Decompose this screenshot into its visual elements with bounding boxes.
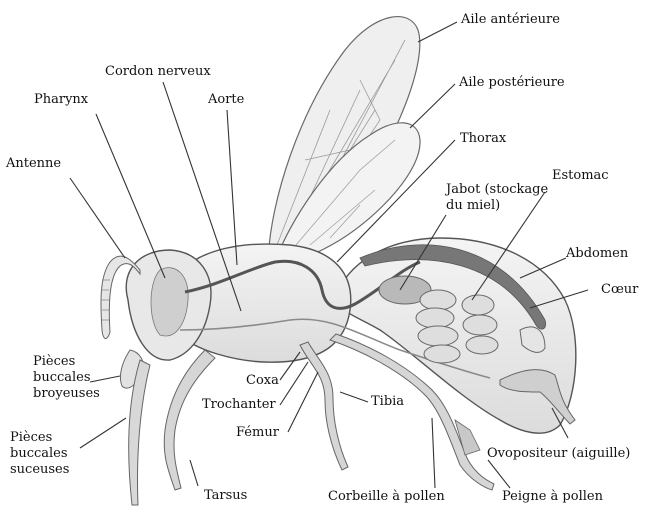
label-pieces-broyeuses-line3: broyeuses — [33, 386, 100, 402]
label-aile-posterieure: Aile postérieure — [459, 75, 565, 91]
label-aorte: Aorte — [208, 92, 244, 108]
label-pieces-broyeuses-line1: Pièces — [33, 354, 100, 370]
label-femur: Fémur — [236, 425, 279, 441]
label-coeur: Cœur — [601, 282, 638, 298]
label-aile-anterieure: Aile antérieure — [461, 12, 560, 28]
label-jabot-line2: du miel) — [446, 198, 548, 214]
label-coxa: Coxa — [246, 373, 279, 389]
label-trochanter: Trochanter — [202, 397, 276, 413]
label-ovopositeur: Ovopositeur (aiguille) — [487, 446, 630, 462]
label-corbeille: Corbeille à pollen — [328, 489, 445, 505]
label-pieces-suceuses-line3: suceuses — [10, 462, 69, 478]
label-pieces-suceuses: Pièces buccales suceuses — [10, 430, 69, 478]
label-antenne: Antenne — [6, 156, 61, 172]
label-estomac: Estomac — [552, 168, 609, 184]
front-leg — [164, 350, 215, 490]
label-pharynx: Pharynx — [34, 92, 88, 108]
label-pieces-suceuses-line2: buccales — [10, 446, 69, 462]
label-tarsus: Tarsus — [204, 488, 247, 504]
label-pieces-broyeuses: Pièces buccales broyeuses — [33, 354, 100, 402]
middle-leg — [300, 342, 348, 470]
label-abdomen: Abdomen — [566, 246, 628, 262]
label-cordon-nerveux: Cordon nerveux — [105, 64, 211, 80]
label-pieces-suceuses-line1: Pièces — [10, 430, 69, 446]
label-jabot-line1: Jabot (stockage — [446, 182, 548, 198]
label-tibia: Tibia — [371, 394, 404, 410]
label-jabot: Jabot (stockage du miel) — [446, 182, 548, 214]
label-thorax: Thorax — [460, 131, 506, 147]
label-peigne: Peigne à pollen — [502, 489, 603, 505]
label-pieces-broyeuses-line2: buccales — [33, 370, 100, 386]
